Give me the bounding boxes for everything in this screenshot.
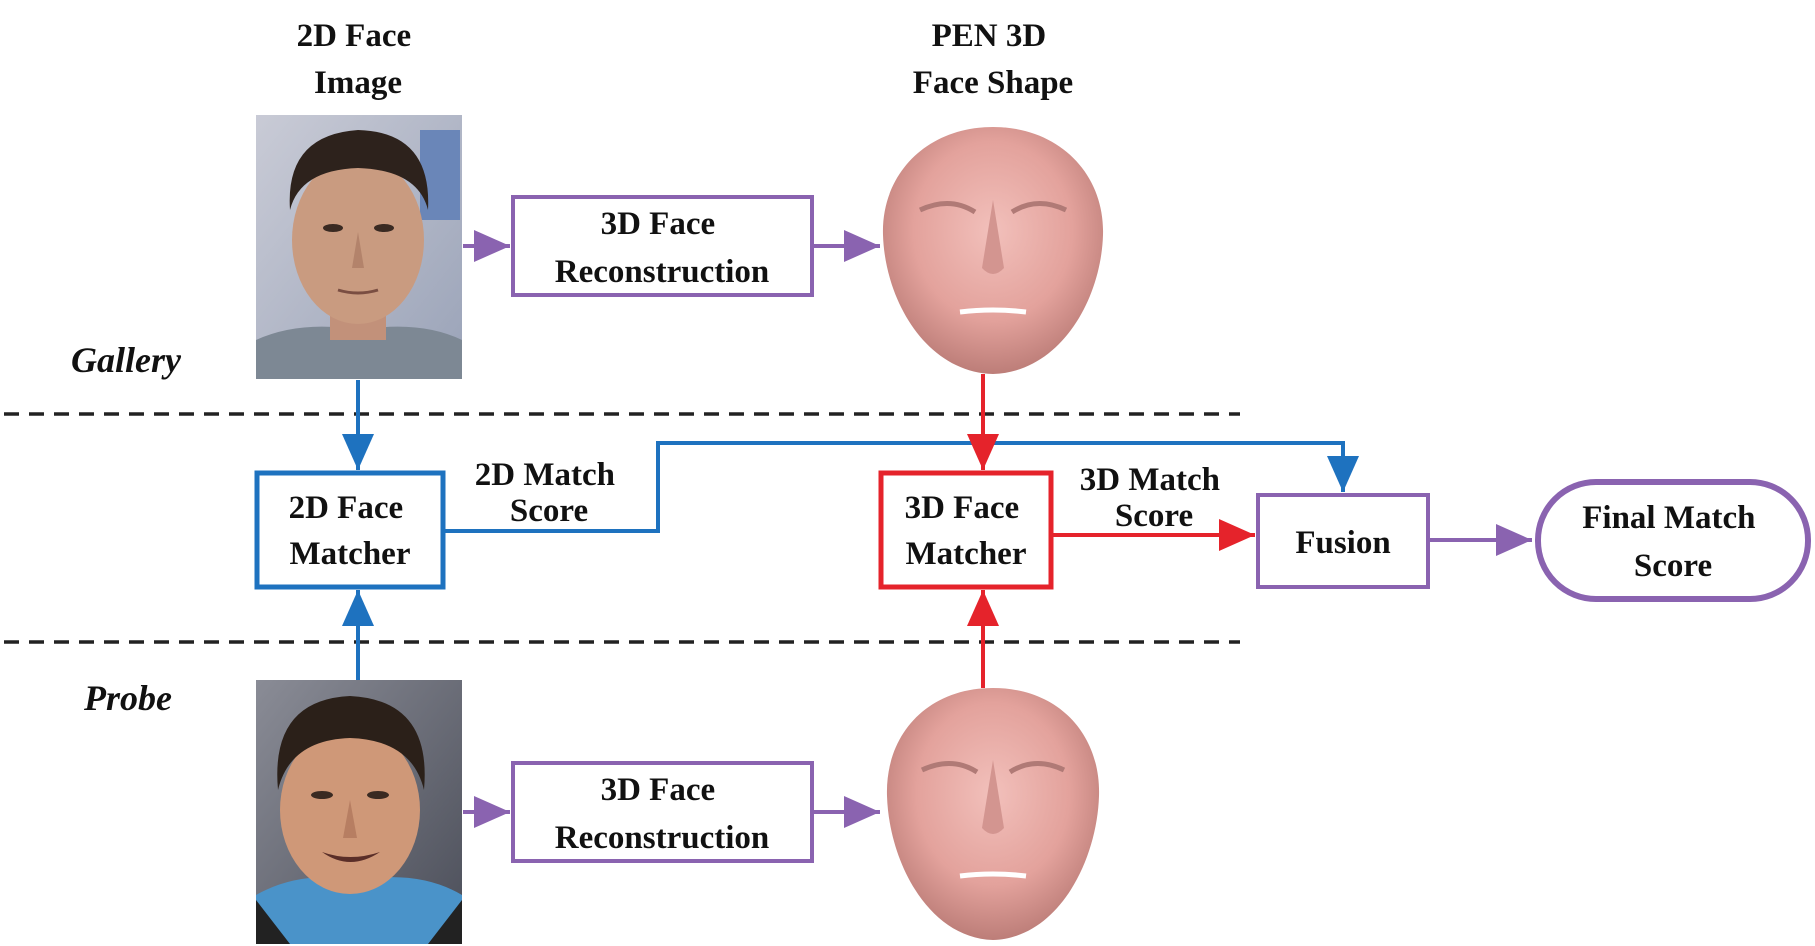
- svg-text:3D Face Reconstruction: 3D Face Reconstruction: [555, 206, 769, 290]
- reconstruction-probe-line-2: Reconstruction: [555, 820, 769, 856]
- matcher-2d-line-2: Matcher: [290, 536, 411, 572]
- score-3d-line-2: Score: [1115, 498, 1193, 534]
- arrow-2d-score-to-fusion: [443, 441, 1359, 533]
- 2d-face-matcher-box: 2D Face Matcher: [254, 470, 446, 590]
- fusion-label: Fusion: [1295, 525, 1390, 561]
- reconstruction-gallery-line-2: Reconstruction: [555, 254, 769, 290]
- shape-title-line-2: Face Shape: [913, 65, 1073, 101]
- gallery-face-photo: [256, 115, 462, 379]
- image-column-title: 2D Face Image: [297, 18, 420, 101]
- reconstruction-probe-line-1: 3D Face: [601, 772, 716, 808]
- score-3d-line-1: 3D Match: [1080, 462, 1220, 498]
- score-2d-line-1: 2D Match: [475, 457, 615, 493]
- probe-label: Probe: [83, 678, 172, 718]
- 2d-match-score-label: 2D Match Score: [475, 457, 623, 529]
- svg-text:2D Face Matcher: 2D Face Matcher: [289, 490, 412, 572]
- svg-text:Final Match Score: Final Match Score: [1582, 500, 1763, 584]
- image-title-line-2: Image: [314, 65, 402, 101]
- final-score-line-2: Score: [1634, 548, 1712, 584]
- final-score-line-1: Final Match: [1582, 500, 1755, 536]
- matcher-3d-line-1: 3D Face: [905, 490, 1020, 526]
- reconstruction-box-gallery: 3D Face Reconstruction: [511, 195, 814, 297]
- reconstruction-box-probe: 3D Face Reconstruction: [511, 761, 814, 863]
- gallery-label: Gallery: [71, 340, 182, 380]
- final-match-score-box: Final Match Score: [1535, 479, 1811, 602]
- gallery-3d-face-shape: [882, 127, 1104, 374]
- shape-column-title: PEN 3D Face Shape: [913, 18, 1073, 101]
- score-2d-line-2: Score: [510, 493, 588, 529]
- 3d-match-score-label: 3D Match Score: [1080, 462, 1228, 534]
- reconstruction-gallery-line-1: 3D Face: [601, 206, 716, 242]
- svg-text:3D Face Reconstruction: 3D Face Reconstruction: [555, 772, 769, 856]
- image-title-line-1: 2D Face: [297, 18, 412, 54]
- probe-3d-face-shape: [886, 688, 1100, 940]
- fusion-box: Fusion: [1256, 493, 1430, 589]
- matcher-3d-line-2: Matcher: [906, 536, 1027, 572]
- svg-text:3D Face Matcher: 3D Face Matcher: [905, 490, 1028, 572]
- 3d-face-matcher-box: 3D Face Matcher: [878, 470, 1054, 590]
- probe-face-photo: [256, 680, 462, 944]
- shape-title-line-1: PEN 3D: [932, 18, 1047, 54]
- matcher-2d-line-1: 2D Face: [289, 490, 404, 526]
